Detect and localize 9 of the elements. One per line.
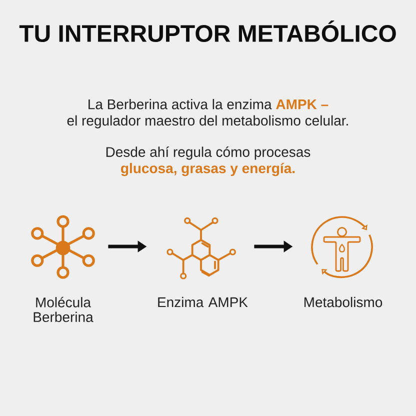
title: TU INTERRUPTOR METABÓLICO: [19, 20, 396, 42]
node-label: Enzima AMPK: [158, 296, 248, 308]
paragraph: La Berberina activa la enzima AMPK – el regulador maestro del metabolismo celular.: [67, 99, 348, 128]
paragraph: Desde ahí regula cómo procesas glucosa, grasas y energía.: [106, 146, 310, 176]
molecule-icon: [31, 215, 95, 279]
structure-icon: [166, 217, 236, 280]
body-cycle-icon: [311, 216, 373, 278]
node-label: Molécula Berberina: [34, 296, 94, 322]
node-label: Metabolismo: [304, 296, 382, 308]
